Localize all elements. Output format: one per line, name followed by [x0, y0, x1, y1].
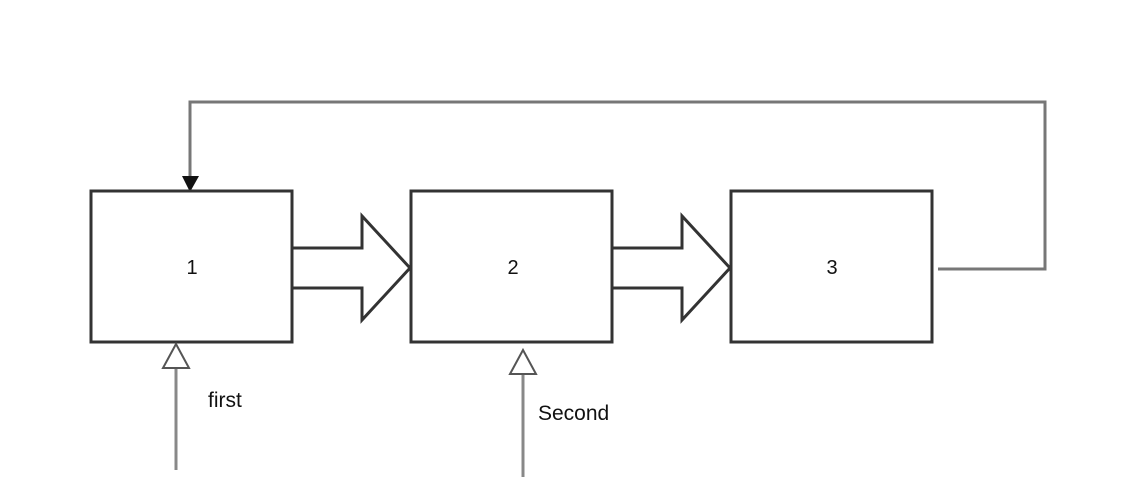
input-label-first: first: [208, 389, 242, 412]
feedback-connector: [188, 100, 1047, 271]
input-arrowhead-first: [161, 341, 191, 369]
flow-arrow-2-to-3: [610, 212, 733, 324]
block-3: [729, 189, 934, 344]
block-1-label: 1: [186, 257, 197, 279]
input-label-second: Second: [538, 402, 609, 425]
input-arrowhead-second: [508, 347, 538, 375]
feedback-arrowhead: [182, 176, 199, 192]
block-2-label: 2: [507, 257, 518, 279]
block-1: [89, 189, 294, 344]
block-2: [409, 189, 614, 344]
flow-arrow-1-to-2: [290, 212, 413, 324]
block-3-label: 3: [826, 257, 837, 279]
